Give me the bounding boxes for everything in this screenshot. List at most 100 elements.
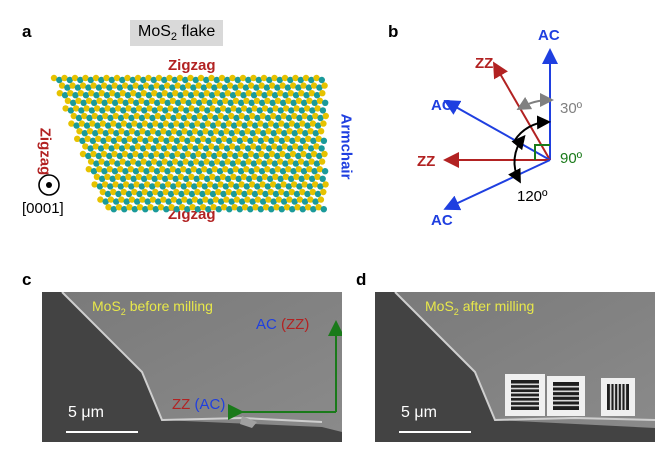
lattice-atom [146, 190, 154, 198]
lattice-atom [140, 158, 147, 165]
lattice-atom [107, 128, 115, 135]
lattice-atom [303, 160, 310, 167]
lattice-atom [120, 175, 127, 182]
lattice-atom [148, 84, 155, 91]
lattice-atom [92, 130, 99, 137]
lattice-atom [203, 76, 210, 84]
panel-label-a: a [22, 22, 32, 41]
lattice-atom [291, 112, 298, 120]
lattice-atom [97, 145, 105, 152]
lattice-atom [64, 97, 72, 104]
lattice-atom [149, 196, 157, 203]
lattice-atom [266, 90, 273, 97]
lattice-atom [253, 152, 260, 160]
lattice-atom [112, 181, 119, 188]
lattice-atom [197, 198, 204, 205]
lattice-atom [175, 112, 182, 120]
lattice-atom [158, 84, 166, 91]
lattice-atom [217, 181, 224, 188]
lattice-atom [267, 188, 274, 196]
lattice-atom [290, 99, 297, 106]
lattice-atom [85, 166, 92, 173]
lattice-atom [294, 204, 301, 211]
lattice-atom [197, 130, 204, 137]
lattice-atom [310, 150, 318, 158]
lattice-atom [124, 74, 131, 82]
lattice-atom [64, 84, 71, 91]
lattice-atom [239, 143, 246, 150]
lattice-atom [179, 84, 187, 91]
lattice-atom [122, 168, 129, 175]
flake-title-sub: 2 [170, 31, 178, 44]
lattice-atom [126, 204, 133, 211]
lattice-atom [320, 120, 327, 127]
lattice-atom [93, 92, 100, 99]
lattice-atom [89, 120, 96, 127]
lattice-atom [277, 90, 284, 97]
lattice-atom [322, 112, 329, 120]
lattice-atom [213, 145, 220, 152]
lattice-atom [218, 130, 225, 137]
lattice-atom [215, 206, 222, 213]
lattice-atom [251, 190, 259, 198]
lattice-atom [292, 160, 300, 167]
lattice-atom [217, 99, 224, 106]
lattice-atom [261, 160, 268, 167]
lattice-atom [198, 160, 205, 167]
lattice-atom [109, 175, 116, 182]
lattice-atom [96, 166, 103, 173]
lattice-atom [260, 143, 267, 150]
lattice-atom [132, 168, 140, 175]
lattice-atom [206, 99, 213, 106]
lattice-atom [169, 84, 176, 91]
lattice-atom [277, 107, 284, 114]
lattice-atom [68, 120, 75, 127]
lattice-atom [284, 84, 292, 91]
lattice-atom [204, 107, 211, 114]
lattice-atom [218, 74, 226, 82]
lattice-atom [197, 74, 205, 82]
lattice-atom [282, 160, 289, 167]
lattice-atom [246, 175, 253, 182]
lattice-atom [167, 190, 175, 198]
lattice-atom [176, 198, 183, 205]
lattice-atom [218, 198, 225, 205]
right-angle-marker [534, 144, 550, 160]
lattice-atom [123, 112, 130, 120]
lattice-atom [239, 198, 246, 205]
lattice-atom [308, 90, 315, 97]
lattice-atom [178, 204, 186, 211]
lattice-atom [190, 97, 198, 104]
lattice-atom [182, 158, 189, 165]
lattice-atom [226, 137, 233, 144]
lattice-atom [141, 188, 148, 196]
lattice-atom [143, 82, 150, 89]
lattice-atom [252, 122, 259, 129]
lattice-atom [165, 130, 172, 137]
lattice-atom [273, 135, 280, 142]
lattice-atom [109, 158, 116, 165]
lattice-atom [267, 120, 275, 127]
lattice-atom [186, 112, 193, 120]
lattice-atom [180, 166, 187, 173]
lattice-atom [187, 143, 194, 150]
lattice-atom [202, 196, 209, 203]
lattice-atom [149, 183, 156, 190]
lattice-atom [165, 112, 172, 120]
lattice-atom [274, 84, 281, 91]
lattice-atom [74, 84, 82, 91]
lattice-atom [183, 188, 190, 196]
lattice-atom [229, 143, 236, 150]
lattice-atom [219, 105, 227, 112]
lattice-atom [135, 105, 143, 112]
lattice-atom [317, 114, 324, 122]
lattice-atom [119, 158, 126, 165]
lattice-atom [286, 145, 294, 152]
lattice-atom [308, 158, 315, 165]
lattice-atom [241, 190, 248, 198]
lattice-atom [289, 206, 296, 213]
scale-label-d: 5 μm [401, 404, 437, 421]
scale-label-c: 5 μm [68, 404, 104, 421]
lattice-atom [101, 82, 108, 89]
lattice-atom [250, 92, 258, 99]
